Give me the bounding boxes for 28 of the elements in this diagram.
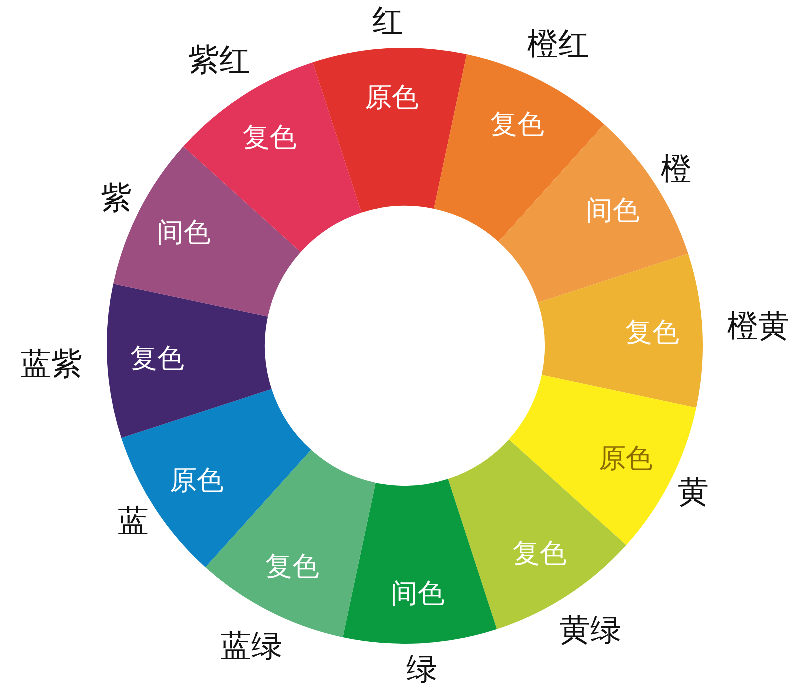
- color-name: 紫红: [188, 45, 251, 76]
- segment-label: 复色: [626, 320, 680, 347]
- segment-label: 原色: [170, 468, 224, 495]
- wheel-segment: [312, 48, 467, 213]
- segment-label: 复色: [242, 124, 297, 152]
- color-name: 红: [372, 6, 404, 38]
- segment-label: 间色: [157, 220, 212, 247]
- wheel-segment: [538, 253, 703, 408]
- segment-label: 原色: [365, 84, 420, 112]
- color-name: 绿: [406, 654, 438, 686]
- segment-label: 复色: [490, 112, 545, 139]
- segment-label: 复色: [130, 345, 184, 372]
- segment-label: 原色: [598, 445, 653, 472]
- color-name: 橙: [661, 154, 692, 186]
- color-name: 橙红: [527, 30, 590, 61]
- color-name: 蓝紫: [20, 349, 83, 380]
- color-name: 蓝绿: [220, 631, 283, 662]
- segment-label: 复色: [265, 553, 320, 580]
- color-name: 黄绿: [559, 616, 622, 647]
- segment-label: 复色: [513, 540, 568, 568]
- wheel-segment: [107, 284, 272, 439]
- wheel-segment: [343, 479, 498, 644]
- segment-label: 间色: [390, 580, 445, 608]
- color-name: 黄: [678, 478, 710, 509]
- segment-label: 间色: [586, 197, 640, 224]
- color-name: 蓝: [118, 506, 149, 538]
- color-name: 橙黄: [727, 312, 790, 343]
- color-name: 紫: [100, 183, 132, 214]
